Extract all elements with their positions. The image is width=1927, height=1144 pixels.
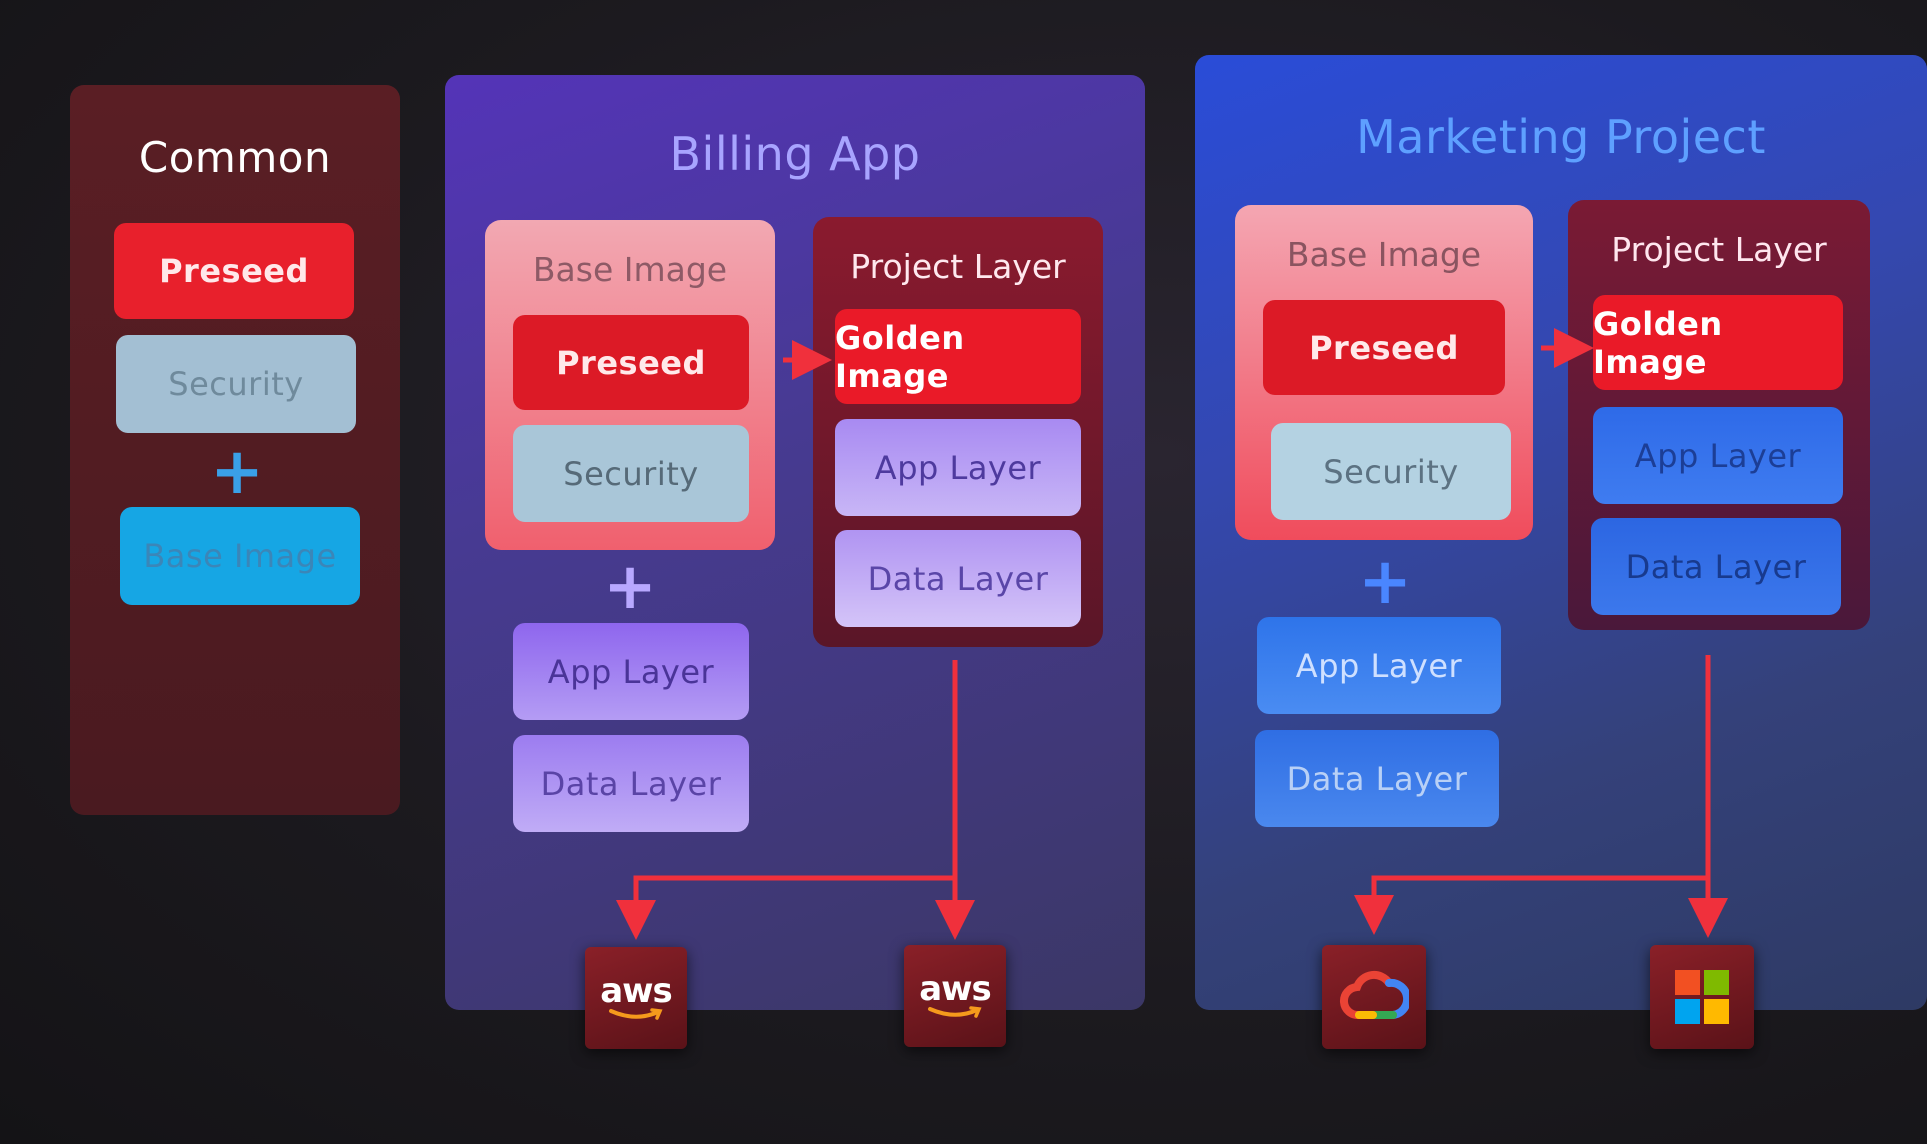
marketing-security-box: Security [1271, 423, 1511, 520]
common-panel: Common Preseed Security + Base Image [70, 85, 400, 815]
marketing-panel: Marketing Project Base Image Preseed Sec… [1195, 55, 1927, 1010]
aws-smile-icon [609, 1008, 663, 1020]
aws-icon: aws [585, 947, 687, 1049]
marketing-golden-image-box: Golden Image [1593, 295, 1843, 390]
billing-project-app-layer-box: App Layer [835, 419, 1081, 516]
microsoft-icon [1650, 945, 1754, 1049]
billing-plus-sign: + [603, 550, 657, 624]
aws-smile-icon [928, 1006, 982, 1018]
billing-project-data-layer-box: Data Layer [835, 530, 1081, 627]
marketing-deploy-arrow-left [1354, 655, 1711, 935]
aws-icon: aws [904, 945, 1006, 1047]
billing-project-layer-title: Project Layer [850, 247, 1066, 286]
billing-base-image-title: Base Image [532, 250, 728, 289]
billing-data-layer-box: Data Layer [513, 735, 749, 832]
common-security-box: Security [116, 335, 356, 433]
billing-deploy-arrow-left [616, 660, 958, 940]
marketing-plus-sign: + [1358, 545, 1412, 619]
google-cloud-icon [1322, 945, 1426, 1049]
billing-project-layer-group: Project Layer Golden Image App Layer Dat… [813, 217, 1103, 647]
billing-base-image-group: Base Image Preseed Security [485, 220, 775, 550]
marketing-project-layer-title: Project Layer [1611, 230, 1827, 269]
marketing-project-layer-group: Project Layer Golden Image App Layer Dat… [1568, 200, 1870, 630]
common-plus-sign: + [210, 435, 264, 509]
common-base-image-box: Base Image [120, 507, 360, 605]
billing-preseed-box: Preseed [513, 315, 749, 410]
marketing-data-layer-box: Data Layer [1255, 730, 1499, 827]
billing-golden-image-box: Golden Image [835, 309, 1081, 404]
billing-title: Billing App [669, 127, 921, 181]
marketing-project-data-layer-box: Data Layer [1591, 518, 1841, 615]
billing-security-box: Security [513, 425, 749, 522]
billing-app-layer-box: App Layer [513, 623, 749, 720]
marketing-base-image-group: Base Image Preseed Security [1235, 205, 1533, 540]
common-preseed-box: Preseed [114, 223, 354, 319]
common-title: Common [138, 133, 332, 182]
marketing-project-app-layer-box: App Layer [1593, 407, 1843, 504]
marketing-app-layer-box: App Layer [1257, 617, 1501, 714]
marketing-title: Marketing Project [1356, 110, 1766, 164]
marketing-base-image-title: Base Image [1286, 235, 1482, 274]
billing-panel: Billing App Base Image Preseed Security … [445, 75, 1145, 1010]
marketing-preseed-box: Preseed [1263, 300, 1505, 395]
